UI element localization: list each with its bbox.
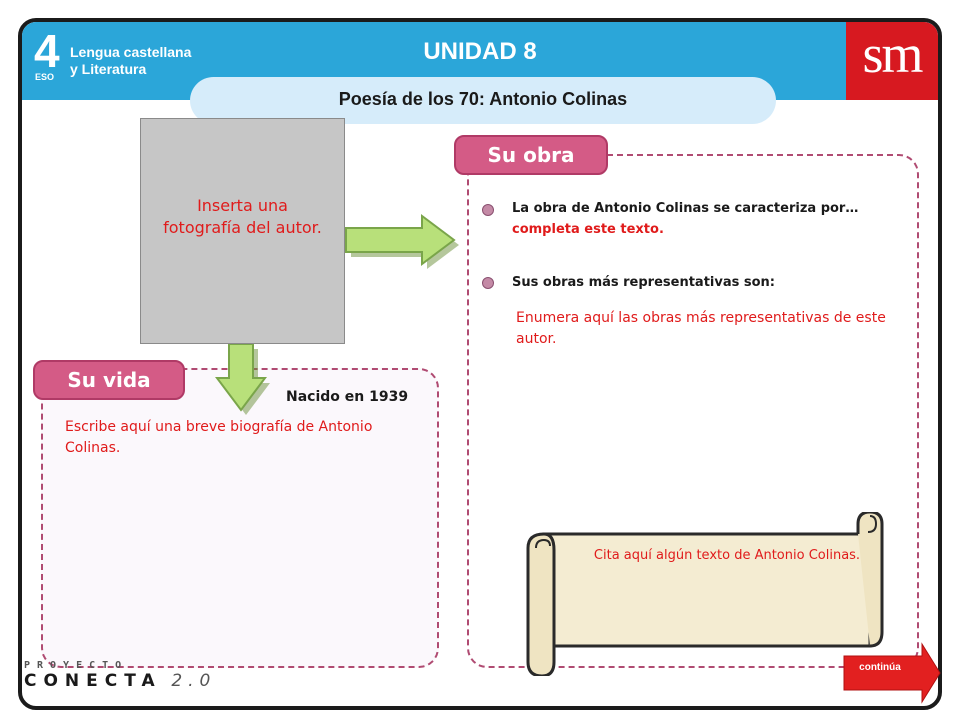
sm-logo: sm	[846, 22, 938, 100]
photo-placeholder-line-1: Inserta una	[197, 196, 288, 215]
obra-characteristics-lead: La obra de Antonio Colinas se caracteriz…	[512, 201, 859, 216]
subject-line-2: y Literatura	[70, 61, 147, 77]
grade-number: 4	[34, 25, 60, 77]
quote-text[interactable]: Cita aquí algún texto de Antonio Colinas…	[593, 548, 861, 563]
brand-version: 2.0	[171, 671, 217, 691]
obra-characteristics[interactable]: La obra de Antonio Colinas se caracteriz…	[512, 198, 872, 240]
proyecto-conecta-logo: PROYECTO CONECTA 2.0	[24, 660, 216, 691]
bullet-icon	[482, 204, 494, 216]
scroll-icon	[526, 512, 884, 676]
obra-representative-heading: Sus obras más representativas son:	[512, 275, 776, 290]
tab-su-obra: Su obra	[454, 135, 608, 175]
brand-proyecto: PROYECTO	[24, 660, 129, 671]
photo-placeholder-line-2: fotografía del autor.	[163, 218, 322, 237]
obra-characteristics-prompt: completa este texto.	[512, 222, 664, 237]
brand-conecta: CONECTA	[24, 671, 162, 691]
subject-title: Lengua castellana y Literatura	[70, 44, 191, 78]
grade-level: ESO	[35, 72, 55, 82]
sm-logo-text: sm	[862, 24, 923, 84]
author-photo-placeholder[interactable]: Inserta una fotografía del autor.	[140, 118, 345, 344]
continue-arrow-icon[interactable]	[826, 642, 942, 704]
topic-title: Poesía de los 70: Antonio Colinas	[190, 77, 776, 124]
biography-text[interactable]: Escribe aquí una breve biografía de Anto…	[65, 419, 373, 456]
bullet-icon	[482, 277, 494, 289]
arrow-down-icon	[215, 344, 270, 415]
birth-year: Nacido en 1939	[286, 389, 409, 405]
slide-frame: 4 ESO Lengua castellana y Literatura UNI…	[18, 18, 942, 710]
obra-list-text[interactable]: Enumera aquí las obras más representativ…	[516, 310, 886, 347]
tab-su-vida: Su vida	[33, 360, 185, 400]
continue-button[interactable]: continúa	[859, 662, 901, 673]
arrow-right-icon	[345, 214, 459, 269]
subject-line-1: Lengua castellana	[70, 44, 192, 60]
unit-title: UNIDAD 8	[423, 38, 537, 65]
